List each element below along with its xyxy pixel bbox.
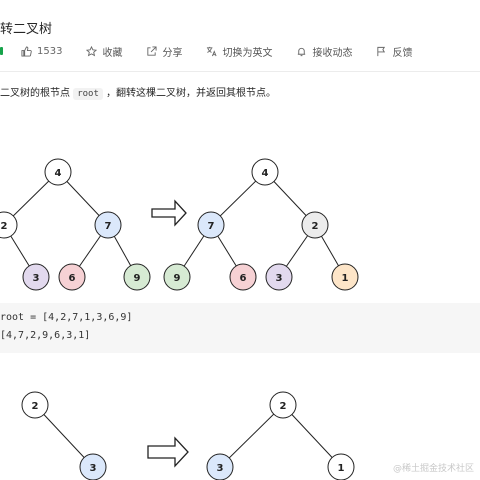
description-suffix: ，翻转这棵二叉树，并返回其根节点。 — [106, 88, 277, 99]
tree-node: 6 — [229, 263, 257, 291]
svg-text:6: 6 — [69, 273, 76, 284]
tree-node: 1 — [331, 263, 359, 291]
share-icon — [147, 45, 157, 56]
right-arrow-icon — [147, 436, 189, 468]
svg-text:7: 7 — [105, 221, 112, 232]
svg-text:3: 3 — [33, 273, 40, 284]
svg-text:9: 9 — [134, 273, 141, 284]
tree-node: 6 — [58, 263, 86, 291]
tree-node: 9 — [123, 263, 151, 291]
svg-text:2: 2 — [32, 401, 39, 412]
tree-node: 4 — [251, 158, 279, 186]
problem-title: 转二叉树 — [0, 22, 53, 37]
svg-text:4: 4 — [55, 168, 62, 179]
svg-text:9: 9 — [174, 273, 181, 284]
input-tree: 2 3 — [21, 391, 107, 480]
svg-text:1: 1 — [342, 273, 349, 284]
edge — [219, 404, 284, 468]
example1-figure: 4 2 7 3 6 9 4 7 2 9 6 3 1 — [0, 158, 359, 291]
svg-text:1: 1 — [338, 463, 345, 474]
action-bar: 1533 收藏 分享 切换为英文 接收动态 反馈 — [0, 43, 436, 59]
output-tree: 2 3 1 — [206, 391, 355, 480]
thumbs-up-icon — [21, 45, 32, 57]
svg-text:3: 3 — [276, 273, 283, 284]
star-icon — [86, 45, 98, 56]
svg-text:7: 7 — [208, 221, 215, 232]
switch-language-label: 切换为英文 — [222, 47, 273, 59]
like-count: 1533 — [37, 45, 63, 57]
tree-node: 1 — [327, 453, 355, 480]
tree-node: 7 — [94, 211, 122, 239]
example1-output-line: [4,7,2,9,6,3,1] — [0, 330, 91, 341]
collect-button[interactable]: 收藏 — [86, 44, 122, 59]
tree-node: 3 — [22, 263, 50, 291]
input-tree: 4 2 7 3 6 9 — [0, 158, 151, 291]
svg-text:6: 6 — [240, 273, 247, 284]
svg-text:2: 2 — [312, 221, 319, 232]
share-label: 分享 — [162, 47, 183, 59]
example2-figure: 2 3 2 3 1 — [21, 391, 355, 480]
edge — [282, 404, 342, 468]
svg-text:3: 3 — [217, 463, 224, 474]
inline-code-root: root — [73, 88, 103, 100]
tree-node: 3 — [206, 453, 234, 480]
tree-node: 7 — [197, 211, 225, 239]
example1-input-line: root = [4,2,7,1,3,6,9] — [0, 312, 133, 323]
feedback-label: 反馈 — [392, 47, 413, 59]
bell-icon — [298, 47, 306, 56]
share-button[interactable]: 分享 — [146, 44, 182, 59]
edge — [34, 404, 94, 468]
feedback-button[interactable]: 反馈 — [376, 44, 412, 59]
switch-language-button[interactable]: 切换为英文 — [206, 44, 272, 59]
collect-label: 收藏 — [102, 47, 123, 59]
tree-node: 9 — [163, 263, 191, 291]
difficulty-marker — [0, 47, 3, 55]
header-divider — [0, 71, 480, 72]
svg-text:3: 3 — [90, 463, 97, 474]
subscribe-button[interactable]: 接收动态 — [296, 44, 352, 59]
problem-description: 二叉树的根节点 root ，翻转这棵二叉树，并返回其根节点。 — [0, 84, 277, 100]
svg-text:2: 2 — [1, 221, 8, 232]
description-prefix: 二叉树的根节点 — [0, 88, 70, 99]
tree-node: 3 — [79, 453, 107, 480]
example1-code-block: root = [4,2,7,1,3,6,9] [4,7,2,9,6,3,1] — [0, 303, 480, 353]
like-button[interactable]: 1533 — [21, 46, 62, 57]
output-tree: 4 7 2 9 6 3 1 — [163, 158, 359, 291]
svg-text:4: 4 — [262, 168, 269, 179]
tree-node: 2 — [269, 391, 297, 419]
right-arrow-icon — [151, 199, 187, 227]
flag-icon — [377, 46, 386, 56]
svg-text:2: 2 — [280, 401, 287, 412]
watermark: @稀土掘金技术社区 — [392, 464, 474, 474]
tree-node: 2 — [21, 391, 49, 419]
translate-icon — [207, 46, 217, 56]
tree-node: 2 — [301, 211, 329, 239]
tree-node: 2 — [0, 211, 18, 239]
tree-node: 3 — [265, 263, 293, 291]
subscribe-label: 接收动态 — [312, 47, 353, 59]
tree-node: 4 — [44, 158, 72, 186]
